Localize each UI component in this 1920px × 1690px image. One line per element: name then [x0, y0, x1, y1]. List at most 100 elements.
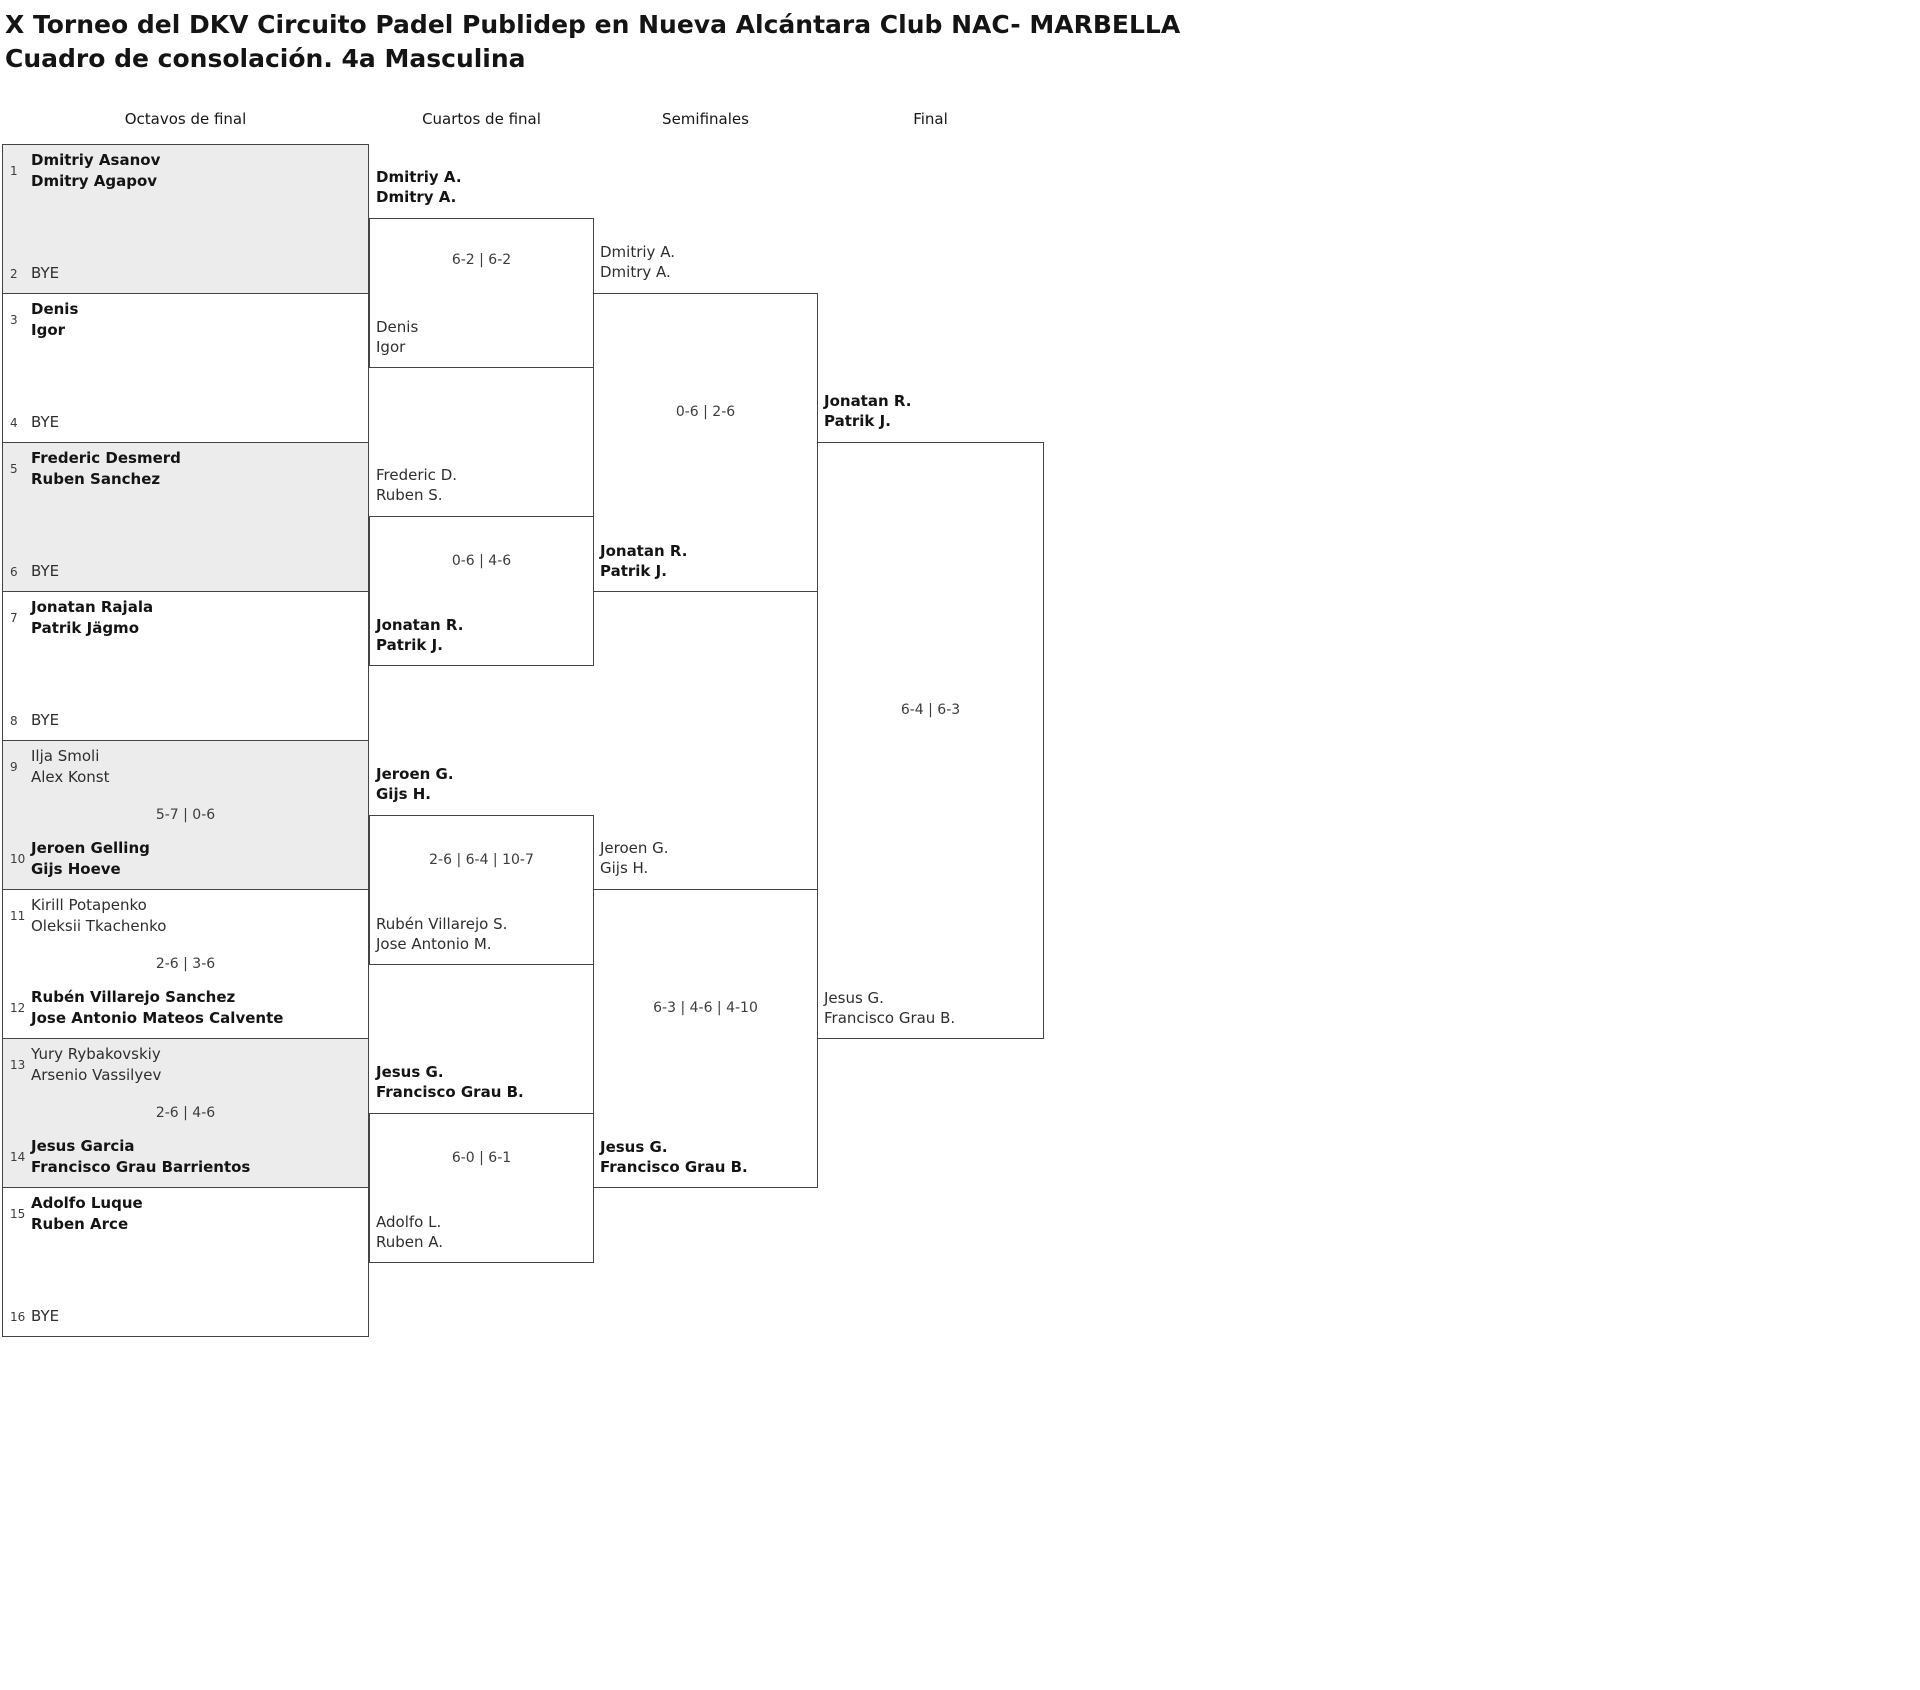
bracket-subtitle: Cuadro de consolación. 4a Masculina — [5, 44, 526, 73]
qf-entrant: Dmitriy A. Dmitry A. — [376, 167, 596, 207]
player-name: Patrik Jägmo — [31, 619, 139, 637]
qf-entrant: Jesus G. Francisco Grau B. — [376, 1062, 596, 1102]
player-name: Jose Antonio Mateos Calvente — [31, 1009, 284, 1027]
seed-number: 7 — [10, 611, 18, 625]
final-match-box — [817, 442, 1044, 1039]
player-name: Oleksii Tkachenko — [31, 917, 167, 935]
seed-number: 11 — [10, 909, 26, 923]
round-header-semifinales: Semifinales — [662, 110, 749, 128]
qf-entrant: Adolfo L. Ruben A. — [376, 1212, 596, 1252]
team-row: 15 Adolfo Luque Ruben Arce — [3, 1193, 362, 1235]
player-name: Jesus G. — [600, 1138, 668, 1156]
player-name: Ruben A. — [376, 1233, 444, 1251]
team-names: Jeroen Gelling Gijs Hoeve — [31, 838, 362, 880]
team-row: 2 BYE — [3, 263, 362, 284]
team-row: 1 Dmitriy Asanov Dmitry Agapov — [3, 150, 362, 192]
score-r1-match-7: 2-6 | 4-6 — [155, 1105, 216, 1121]
r1-match-box-8: 15 Adolfo Luque Ruben Arce 16 BYE — [2, 1187, 369, 1337]
team-names: Jesus Garcia Francisco Grau Barrientos — [31, 1136, 362, 1178]
player-name: Jesus Garcia — [31, 1137, 135, 1155]
player-name: Gijs H. — [600, 859, 649, 877]
team-names: BYE — [31, 710, 362, 731]
team-row: 12 Rubén Villarejo Sanchez Jose Antonio … — [3, 987, 362, 1029]
team-names: Rubén Villarejo Sanchez Jose Antonio Mat… — [31, 987, 362, 1029]
player-name: Frederic D. — [376, 466, 458, 484]
score-qf-2: 0-6 | 4-6 — [451, 553, 512, 569]
seed-number: 14 — [10, 1150, 26, 1164]
page-title-block: X Torneo del DKV Circuito Padel Publidep… — [5, 8, 1180, 76]
r1-match-box-3: 5 Frederic Desmerd Ruben Sanchez 6 BYE — [2, 442, 369, 592]
score-final: 6-4 | 6-3 — [900, 702, 961, 718]
final-entrant: Jesus G. Francisco Grau B. — [824, 988, 1044, 1028]
round-header-final: Final — [913, 110, 948, 128]
final-entrant: Jonatan R. Patrik J. — [824, 391, 1044, 431]
team-row: 3 Denis Igor — [3, 299, 362, 341]
player-name: Dmitry A. — [376, 188, 457, 206]
team-row: 10 Jeroen Gelling Gijs Hoeve — [3, 838, 362, 880]
team-names: BYE — [31, 412, 362, 433]
r1-match-box-4: 7 Jonatan Rajala Patrik Jägmo 8 BYE — [2, 591, 369, 741]
player-name: Jonatan R. — [376, 616, 464, 634]
qf-match-box-4 — [369, 1113, 594, 1263]
sf-entrant: Jonatan R. Patrik J. — [600, 541, 820, 581]
team-names: Ilja Smoli Alex Konst — [31, 746, 362, 788]
player-name: Rubén Villarejo Sanchez — [31, 988, 236, 1006]
score-qf-3: 2-6 | 6-4 | 10-7 — [429, 852, 534, 868]
team-names: Yury Rybakovskiy Arsenio Vassilyev — [31, 1044, 362, 1086]
seed-number: 15 — [10, 1207, 26, 1221]
seed-number: 8 — [10, 713, 18, 728]
player-name: Francisco Grau B. — [824, 1009, 956, 1027]
player-name: Jonatan R. — [824, 392, 912, 410]
player-name: Dmitriy Asanov — [31, 151, 161, 169]
seed-number: 10 — [10, 852, 26, 866]
team-names: Kirill Potapenko Oleksii Tkachenko — [31, 895, 362, 937]
bye-label: BYE — [31, 264, 60, 282]
score-r1-match-5: 5-7 | 0-6 — [155, 807, 216, 823]
seed-number: 12 — [10, 1001, 26, 1015]
team-row: 11 Kirill Potapenko Oleksii Tkachenko — [3, 895, 362, 937]
team-row: 5 Frederic Desmerd Ruben Sanchez — [3, 448, 362, 490]
player-name: Ilja Smoli — [31, 747, 100, 765]
player-name: Gijs Hoeve — [31, 860, 121, 878]
r1-match-box-5: 9 Ilja Smoli Alex Konst 10 Jeroen Gellin… — [2, 740, 369, 890]
player-name: Patrik J. — [824, 412, 891, 430]
team-row: 7 Jonatan Rajala Patrik Jägmo — [3, 597, 362, 639]
player-name: Adolfo Luque — [31, 1194, 143, 1212]
player-name: Igor — [376, 338, 406, 356]
seed-number: 5 — [10, 462, 18, 476]
player-name: Dmitry Agapov — [31, 172, 158, 190]
player-name: Arsenio Vassilyev — [31, 1066, 162, 1084]
team-names: Jonatan Rajala Patrik Jägmo — [31, 597, 362, 639]
qf-entrant: Jonatan R. Patrik J. — [376, 615, 596, 655]
bye-label: BYE — [31, 562, 60, 580]
seed-number: 4 — [10, 415, 18, 430]
team-names: Adolfo Luque Ruben Arce — [31, 1193, 362, 1235]
team-row: 9 Ilja Smoli Alex Konst — [3, 746, 362, 788]
r1-match-box-2: 3 Denis Igor 4 BYE — [2, 293, 369, 443]
bye-label: BYE — [31, 711, 60, 729]
player-name: Jose Antonio M. — [376, 935, 492, 953]
score-sf-2: 6-3 | 4-6 | 4-10 — [653, 1000, 758, 1016]
player-name: Ruben Sanchez — [31, 470, 161, 488]
round-header-cuartos: Cuartos de final — [422, 110, 541, 128]
player-name: Yury Rybakovskiy — [31, 1045, 161, 1063]
player-name: Dmitriy A. — [376, 168, 462, 186]
team-row: 16 BYE — [3, 1306, 362, 1327]
player-name: Denis — [376, 318, 419, 336]
player-name: Ruben Arce — [31, 1215, 129, 1233]
player-name: Gijs H. — [376, 785, 431, 803]
score-qf-1: 6-2 | 6-2 — [451, 252, 512, 268]
team-names: Dmitriy Asanov Dmitry Agapov — [31, 150, 362, 192]
team-names: BYE — [31, 1306, 362, 1327]
player-name: Francisco Grau B. — [600, 1158, 748, 1176]
score-qf-4: 6-0 | 6-1 — [451, 1150, 512, 1166]
qf-entrant: Jeroen G. Gijs H. — [376, 764, 596, 804]
player-name: Ruben S. — [376, 486, 443, 504]
sf-entrant: Jeroen G. Gijs H. — [600, 838, 820, 878]
seed-number: 16 — [10, 1309, 26, 1324]
tournament-title: X Torneo del DKV Circuito Padel Publidep… — [5, 10, 1181, 39]
player-name: Dmitriy A. — [600, 243, 675, 261]
sf-entrant: Jesus G. Francisco Grau B. — [600, 1137, 820, 1177]
player-name: Dmitry A. — [600, 263, 671, 281]
